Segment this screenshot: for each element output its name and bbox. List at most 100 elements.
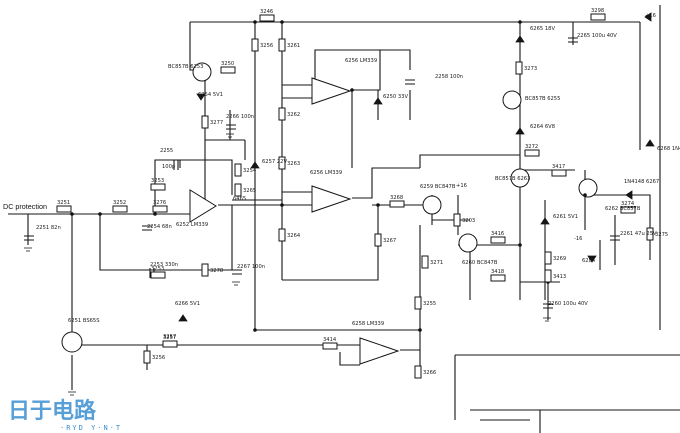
label-l6256a: 6256 LM339 xyxy=(345,58,377,64)
resistor-r3269: 3269 xyxy=(544,251,566,265)
resistor-r3256b: 3256 xyxy=(143,350,165,364)
resistor-label: 3203 xyxy=(462,218,475,224)
transistor-6251-icon xyxy=(61,331,83,353)
resistor-label: 3261 xyxy=(287,43,300,49)
resistor-r3273: 3273 xyxy=(515,61,537,75)
opamp-6256-lower xyxy=(311,185,352,213)
resistor-r3253b: 3253 xyxy=(150,266,166,279)
cap-2260-icon xyxy=(543,303,553,309)
opamp-6258 xyxy=(359,337,400,365)
cap-2266-icon xyxy=(226,124,236,130)
label-l2266: 2266 100n xyxy=(226,114,254,120)
opamp-6252 xyxy=(189,189,217,223)
label-l6264: 6264 6V8 xyxy=(530,124,555,130)
resistor-r3246: 3246 xyxy=(259,9,275,22)
ground-icon xyxy=(24,247,32,252)
watermark-subtext: ·RYD Y·N·T xyxy=(60,424,122,432)
ground-icon xyxy=(68,391,76,396)
resistor-label: 3276 xyxy=(153,200,166,206)
label-l6250: 6250 33V xyxy=(383,94,408,100)
zener-6264-icon xyxy=(515,127,525,135)
transistor-6262-icon xyxy=(578,178,598,198)
resistor-label: 3265 xyxy=(243,188,256,194)
label-l6262b: 6262 BC857B xyxy=(605,206,641,212)
resistor-label: 3298 xyxy=(591,8,604,14)
resistor-label: 3269 xyxy=(553,256,566,262)
resistor-r3253: 3253 xyxy=(150,178,166,191)
resistor-r3263: 3263 xyxy=(278,156,300,170)
resistor-label: 3266 xyxy=(423,370,436,376)
opamp-6256-upper xyxy=(311,77,352,105)
grounds xyxy=(24,133,551,396)
resistor-r3272: 3272 xyxy=(524,144,540,157)
resistor-label: 3272 xyxy=(525,144,538,150)
label-l6261: 6261 5V1 xyxy=(553,214,578,220)
resistor-label: 3246 xyxy=(260,9,273,15)
diode-6267-icon xyxy=(625,190,633,200)
resistor-r3203: 3203 xyxy=(453,213,475,227)
resistor-r3251: 3251 xyxy=(56,200,72,213)
input-label: DC protection xyxy=(3,202,47,211)
watermark-text: 日于电路 xyxy=(8,398,97,423)
diode-6268-icon xyxy=(645,139,655,147)
resistor-r3264: 3264 xyxy=(278,228,301,242)
resistor-r3413: 3413 xyxy=(544,269,566,283)
led-6284-icon xyxy=(587,255,597,263)
label-l6252a: 6252 LM339 xyxy=(176,222,208,228)
resistor-label: 3416 xyxy=(491,231,504,237)
resistor-r3275: 3275 xyxy=(646,227,668,241)
resistor-label: 3417 xyxy=(552,164,565,170)
resistor-r3268: 3268 xyxy=(389,195,405,208)
resistor-label: 3254 xyxy=(243,168,257,174)
label-l6258: 6258 LM339 xyxy=(352,321,384,327)
label-l6284: 6284 xyxy=(582,258,596,264)
transistor-6255-icon xyxy=(502,90,522,110)
label-l6257: 6257 22V xyxy=(262,159,287,165)
resistor-r3276: 3276 xyxy=(152,200,168,213)
resistor-r3254: 3254 xyxy=(234,163,257,177)
resistor-r3255: 3255 xyxy=(414,296,436,310)
label-l2251: 2251 82n xyxy=(36,225,61,231)
capacitors xyxy=(24,37,620,309)
resistor-r3416: 3416 xyxy=(490,231,506,244)
resistor-label: 3250 xyxy=(221,61,234,67)
label-l2253: 2253 330n xyxy=(150,262,178,268)
label-l6262: BC857B 6263 xyxy=(495,176,530,182)
diodes xyxy=(178,12,655,322)
watermark-logo: 日于电路 ·RYD Y·N·T xyxy=(8,398,122,432)
resistor-r3256: 3256 xyxy=(251,38,273,52)
resistor-label: 3271 xyxy=(430,260,443,266)
label-lvp: +16 xyxy=(645,13,656,19)
zener-6250-icon xyxy=(373,97,383,105)
label-l6259: 6259 BC847B xyxy=(420,184,456,190)
label-l2261: 2261 47u 25V xyxy=(620,231,657,237)
label-lvp2: +16 xyxy=(456,183,467,189)
resistor-r3414: 3414 xyxy=(322,337,338,350)
resistor-r3257: 3257 xyxy=(162,335,178,348)
ground-icon xyxy=(543,317,551,322)
cap-2254-icon xyxy=(142,225,152,231)
label-l2260: 2260 100u 40V xyxy=(548,301,588,307)
zener-6266-icon xyxy=(178,314,188,322)
transistor-6260-icon xyxy=(458,233,478,253)
zener-6257-icon xyxy=(250,161,260,169)
resistor-label: 3274 xyxy=(621,201,635,207)
label-l2255: 2255 xyxy=(160,148,173,154)
resistor-label: 3273 xyxy=(524,66,537,72)
zener-6261-icon xyxy=(540,217,550,225)
wiring xyxy=(8,5,680,433)
resistor-r3250: 3250 xyxy=(220,61,236,74)
label-l2267: 2267 100n xyxy=(237,264,265,270)
resistor-r3261: 3261 xyxy=(278,38,300,52)
label-l6256b: 6256 LM339 xyxy=(310,170,342,176)
zener-6254-icon xyxy=(196,93,206,101)
label-l6268: 6268 1N4002 xyxy=(657,146,680,152)
resistor-label: 3255 xyxy=(423,301,436,307)
resistor-label: 3257 xyxy=(163,335,176,341)
label-l3257: 3257 xyxy=(163,334,176,340)
resistor-label: 3262 xyxy=(287,112,300,118)
resistor-label: 3268 xyxy=(390,195,403,201)
